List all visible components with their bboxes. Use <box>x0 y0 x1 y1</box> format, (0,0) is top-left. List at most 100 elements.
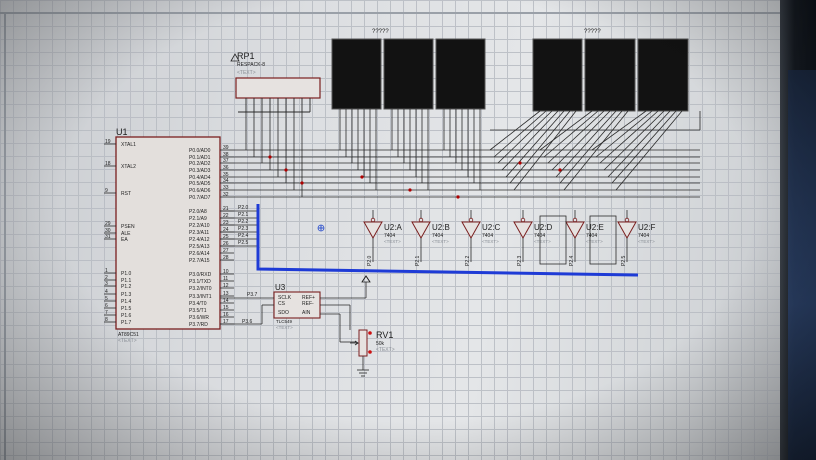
u1-pin-number: 27 <box>223 248 229 254</box>
u1-placeholder: <TEXT> <box>118 338 137 344</box>
u1-pin-label: P2.0/A8 <box>189 209 207 215</box>
port-label-p25: P2.5 <box>238 240 249 246</box>
u1-pin-label: P1.5 <box>121 306 132 312</box>
u1-pin-number: 25 <box>223 234 229 240</box>
port-label-p23: P2.3 <box>238 226 249 232</box>
u1-pin-label: P1.2 <box>121 284 132 290</box>
u1-pin-label: P3.4/T0 <box>189 301 207 307</box>
u1-pin-number: 8 <box>105 317 108 323</box>
rv1-ref: RV1 <box>376 330 393 340</box>
u1-pin-number: 37 <box>223 158 229 164</box>
u3-adc[interactable]: U3 TLC549 <TEXT> SCLK CS SDO REF+ REF- A… <box>220 275 371 343</box>
u2-inverters[interactable]: U2:A7404<TEXT>P2.0U2:B7404<TEXT>P2.1U2:C… <box>363 210 655 266</box>
display-group-right[interactable]: ????? <box>532 29 689 112</box>
u1-pin-number: 22 <box>223 213 229 219</box>
u1-pin-number: 16 <box>223 312 229 318</box>
u1-pin-label: PSEN <box>121 224 135 230</box>
u1-pin-label: P0.0/AD0 <box>189 148 211 154</box>
u1-pin-label: P1.6 <box>121 313 132 319</box>
u1-pin-number: 24 <box>223 227 229 233</box>
p0-data-bus-wires <box>234 112 700 198</box>
u1-pin-label: P3.1/TXD <box>189 279 211 285</box>
p2-blue-bus[interactable] <box>256 204 639 277</box>
wire-junctions <box>268 155 562 199</box>
u1-pin-label: EA <box>121 237 128 243</box>
inverter-net: P2.1 <box>415 255 421 266</box>
u1-pin-label: P1.7 <box>121 320 132 326</box>
u1-pin-label: P3.0/RXD <box>189 272 212 278</box>
seven-seg-display-2[interactable] <box>383 38 434 110</box>
u1-pin-number: 30 <box>105 228 111 234</box>
inverter-ref: U2:F <box>638 223 655 232</box>
inverter-placeholder: <TEXT> <box>638 239 655 244</box>
inverter-placeholder: <TEXT> <box>432 239 449 244</box>
u1-pin-label: P2.7/A15 <box>189 258 210 264</box>
u3-net-p37: P3.7 <box>247 292 258 298</box>
u1-pin-label: RST <box>121 191 131 197</box>
u3-pin-refm: REF- <box>302 301 314 307</box>
port-label-p20: P2.0 <box>238 205 249 211</box>
rp1-placeholder: <TEXT> <box>237 70 256 76</box>
u1-pin-number: 39 <box>223 145 229 151</box>
u3-pin-cs: CS <box>278 301 286 307</box>
monitor-bezel <box>780 0 816 460</box>
inverter-part: 7404 <box>482 233 493 239</box>
u1-pin-label: P0.1/AD1 <box>189 155 211 161</box>
u1-pin-number: 5 <box>105 296 108 302</box>
u1-pin-label: P2.5/A13 <box>189 244 210 250</box>
warning-icon <box>230 53 240 62</box>
inverter-ref: U2:B <box>432 223 450 232</box>
u1-pin-number: 4 <box>105 289 108 295</box>
seven-seg-display-3[interactable] <box>435 38 486 110</box>
display-group-left[interactable]: ????? <box>331 29 486 110</box>
seven-seg-display-1[interactable] <box>331 38 382 110</box>
u1-pin-number: 3 <box>105 281 108 287</box>
rp1-ref: RP1 <box>237 51 255 61</box>
u1-pin-number: 34 <box>223 178 229 184</box>
u1-pin-label: P3.3/INT1 <box>189 294 212 300</box>
seven-seg-display-5[interactable] <box>584 38 636 112</box>
u1-pin-label: P2.4/A12 <box>189 237 210 243</box>
sheet-border <box>0 12 780 14</box>
u1-pin-number: 36 <box>223 165 229 171</box>
u1-pin-number: 23 <box>223 220 229 226</box>
u1-microcontroller[interactable]: U1 AT89C51 <TEXT> XTAL119XTAL218RST9PSEN… <box>104 127 234 344</box>
u1-pin-label: P0.4/AD4 <box>189 175 211 181</box>
u3-placeholder: <TEXT> <box>276 325 293 330</box>
inverter-part: 7404 <box>432 233 443 239</box>
u1-pin-label: P3.2/INT0 <box>189 286 212 292</box>
vcc-power-icon <box>361 275 371 283</box>
probe-indicator-icon <box>368 331 372 335</box>
rp1-resistor-pack[interactable]: RP1 RESPACK-8 <TEXT> <box>230 51 321 113</box>
seven-seg-display-4[interactable] <box>532 38 583 112</box>
u1-pin-label: P0.5/AD5 <box>189 181 211 187</box>
inverter-ref: U2:D <box>534 223 552 232</box>
sheet-border-left <box>4 12 6 460</box>
u1-pin-number: 1 <box>105 268 108 274</box>
inverter-placeholder: <TEXT> <box>586 239 603 244</box>
u1-pin-label: P2.6/A14 <box>189 251 210 257</box>
u1-pin-label: XTAL2 <box>121 164 136 170</box>
ground-icon <box>357 369 369 377</box>
inverter-part: 7404 <box>638 233 649 239</box>
u1-pin-number: 7 <box>105 310 108 316</box>
u1-part: AT89C51 <box>118 332 139 338</box>
inverter-net: P2.2 <box>465 255 471 266</box>
inverter-net: P2.0 <box>367 255 373 266</box>
inverter-ref: U2:E <box>586 223 604 232</box>
rv1-value: 50k <box>376 341 385 347</box>
u1-pin-label: P2.2/A10 <box>189 223 210 229</box>
u1-pin-number: 33 <box>223 185 229 191</box>
u1-pin-number: 18 <box>105 161 111 167</box>
port-label-p21: P2.1 <box>238 212 249 218</box>
seven-seg-display-6[interactable] <box>637 38 689 112</box>
rv1-potentiometer[interactable]: RV1 50k <TEXT> <box>350 329 395 377</box>
